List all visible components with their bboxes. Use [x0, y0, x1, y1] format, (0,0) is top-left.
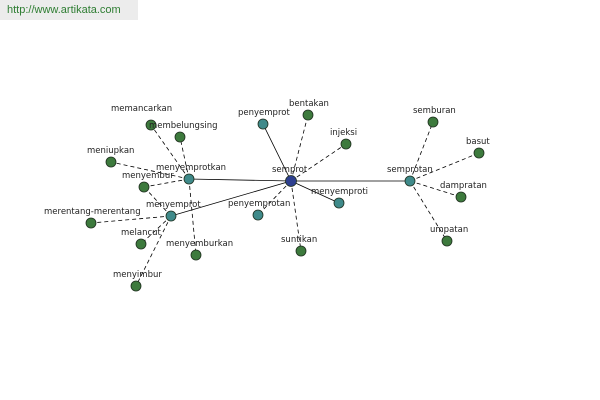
node-label-menyembur: menyembur [122, 171, 174, 181]
node-penyemprotan[interactable] [252, 209, 264, 221]
edge-semprotan-semburan [409, 121, 434, 182]
node-label-menyemburkan: menyemburkan [166, 239, 233, 249]
edge-semprot-bentakan [290, 114, 309, 182]
edge-semprot-penyemprotan [257, 180, 292, 216]
node-penyemprot[interactable] [257, 118, 269, 130]
edge-menyemprotkan-membelungsing [179, 136, 190, 180]
node-umpatan[interactable] [441, 235, 453, 247]
node-label-semprotan: semprotan [387, 165, 433, 175]
node-label-menyemproti: menyemproti [311, 187, 368, 197]
node-membelungsing[interactable] [174, 131, 186, 143]
node-label-melancut: melancut [121, 228, 162, 238]
node-meniupkan[interactable] [105, 156, 117, 168]
edge-layer [90, 114, 480, 287]
node-melancut[interactable] [135, 238, 147, 250]
node-label-basut: basut [466, 137, 490, 147]
edge-semprot-penyemprot [262, 123, 292, 182]
node-label-meniupkan: meniupkan [87, 146, 134, 156]
node-label-semburan: semburan [413, 106, 456, 116]
node-layer [85, 109, 485, 292]
edge-semprot-suntikan [290, 180, 302, 252]
node-merentang-merentang[interactable] [85, 217, 97, 229]
node-label-membelungsing: membelungsing [149, 121, 218, 131]
node-menyemproti[interactable] [333, 197, 345, 209]
node-menyembur[interactable] [138, 181, 150, 193]
edge-semprot-injeksi [290, 143, 347, 182]
node-menyimbur[interactable] [130, 280, 142, 292]
label-layer: semprot menyemprotkan menyemprot semprotan p… [44, 99, 490, 280]
edge-menyemprotkan-meniupkan [110, 161, 190, 180]
edge-menyemprot-merentang-merentang [90, 215, 172, 224]
node-label-memancarkan: memancarkan [111, 104, 172, 114]
node-menyemprotkan[interactable] [183, 173, 195, 185]
node-label-penyemprot: penyemprot [238, 108, 290, 118]
node-semprot[interactable] [285, 175, 297, 187]
edge-semprotan-umpatan [409, 180, 448, 242]
node-label-injeksi: injeksi [330, 128, 357, 138]
edge-semprot-menyemproti [290, 180, 340, 204]
node-dampratan[interactable] [455, 191, 467, 203]
node-suntikan[interactable] [295, 245, 307, 257]
node-label-merentang-merentang: merentang-merentang [44, 207, 141, 217]
node-label-menyemprotkan: menyemprotkan [156, 163, 226, 173]
edge-semprot-menyemprot [170, 180, 292, 217]
edge-menyemprot-menyimbur [135, 215, 172, 287]
node-injeksi[interactable] [340, 138, 352, 150]
node-label-umpatan: umpatan [430, 225, 468, 235]
node-semprotan[interactable] [404, 175, 416, 187]
node-menyemprot[interactable] [165, 210, 177, 222]
node-label-dampratan: dampratan [440, 181, 487, 191]
edge-menyemprotkan-menyembur [143, 178, 190, 188]
node-memancarkan[interactable] [145, 119, 157, 131]
edge-semprotan-dampratan [409, 180, 462, 198]
edge-semprotan-basut [409, 152, 480, 182]
node-label-menyimbur: menyimbur [113, 270, 162, 280]
node-label-penyemprotan: penyemprotan [228, 199, 290, 209]
node-label-menyemprot: menyemprot [146, 200, 201, 210]
edge-menyemprotkan-menyemburkan [188, 178, 197, 256]
edge-semprot-menyemprotkan [188, 178, 292, 182]
source-url-text[interactable]: http://www.artikata.com [7, 4, 121, 16]
node-label-semprot: semprot [272, 165, 308, 175]
node-semburan[interactable] [427, 116, 439, 128]
node-bentakan[interactable] [302, 109, 314, 121]
source-banner: http://www.artikata.com [0, 0, 138, 20]
node-basut[interactable] [473, 147, 485, 159]
node-label-bentakan: bentakan [289, 99, 329, 109]
node-menyemburkan[interactable] [190, 249, 202, 261]
node-label-suntikan: suntikan [281, 235, 317, 245]
